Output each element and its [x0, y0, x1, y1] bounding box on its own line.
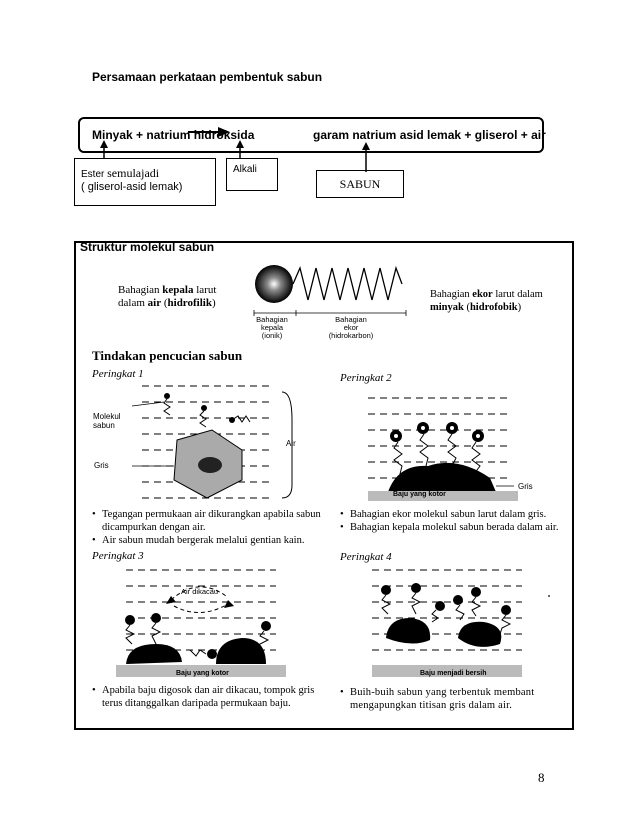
hydrophilic-head-icon: [255, 265, 293, 303]
stage-2-notes: •Bahagian ekor molekul sabun larut dalam…: [340, 508, 568, 534]
page-number: 8: [538, 770, 545, 786]
water-word: air: [148, 297, 161, 309]
note-text: Bahagian ekor molekul sabun larut dalam …: [350, 508, 568, 521]
note-text: Apabila baju digosok dan air dikacau, to…: [102, 684, 328, 710]
grease-droplet-icon: [458, 622, 501, 647]
hydrophilic-word: hidrofilik: [168, 297, 212, 309]
ester-box: Ester semulajadi ( gliserol-asid lemak): [74, 158, 216, 206]
list-item: •Bahagian ekor molekul sabun larut dalam…: [340, 508, 568, 521]
sabun-box: SABUN: [316, 170, 404, 198]
head-text-end: larut: [193, 284, 216, 296]
washing-title: Tindakan pencucian sabun: [92, 348, 242, 364]
grease-blob-icon: [198, 457, 222, 473]
note-text: Bahagian kepala molekul sabun berada dal…: [350, 521, 568, 534]
dirty-cloth-label-2: Baju yang kotor: [393, 491, 446, 498]
head-text: Bahagian: [118, 284, 162, 296]
stirred-water-label: Air dikacau: [181, 587, 218, 596]
molecule-label: Molekul sabun: [93, 412, 121, 430]
water-label: Air: [286, 439, 296, 448]
grease-blob-icon: [216, 638, 266, 664]
stage-2-label: Peringkat 2: [340, 372, 392, 385]
list-item: •Apabila baju digosok dan air dikacau, t…: [92, 684, 328, 710]
note-text: Air sabun mudah bergerak melalui gentian…: [102, 534, 322, 547]
ester-natural-label: semulajadi: [107, 166, 159, 180]
list-item: •Air sabun mudah bergerak melalui gentia…: [92, 534, 322, 547]
stage-4-label: Peringkat 4: [340, 551, 392, 564]
list-item: •Tegangan permukaan air dikurangkan apab…: [92, 508, 322, 534]
note-text: Tegangan permukaan air dikurangkan apabi…: [102, 508, 322, 534]
stage-3-notes: •Apabila baju digosok dan air dikacau, t…: [92, 684, 328, 710]
tail-part-label: Bahagian ekor (hidrokarbon): [318, 316, 384, 340]
grease-blob-icon: [388, 463, 496, 492]
oil-word: minyak: [430, 302, 464, 313]
grease-label-2: Gris: [518, 482, 533, 491]
head-part-label: Bahagian kepala (ionik): [252, 316, 292, 340]
stage-3-label: Peringkat 3: [92, 550, 144, 563]
paren-close: ): [212, 297, 216, 309]
note-text: Buih-buih sabun yang terbentuk membant m…: [350, 686, 568, 712]
label-line: Molekul: [93, 412, 121, 421]
alkali-box: Alkali: [226, 158, 278, 191]
label-line: (ionik): [252, 332, 292, 340]
grease-label: Gris: [94, 461, 109, 470]
stage-2-illustration: [368, 394, 518, 504]
soap-molecule-diagram: [240, 256, 430, 320]
ester-formula-label: ( gliserol-asid lemak): [81, 181, 182, 193]
grease-blob-icon: [126, 644, 182, 664]
structure-title: Struktur molekul sabun: [80, 240, 214, 254]
hydrophobic-word: hidrofobik: [470, 302, 518, 313]
paren-close-2: ): [518, 302, 522, 313]
tail-text-end: larut dalam: [493, 289, 543, 300]
head-word: kepala: [162, 284, 193, 296]
ester-label: Ester: [81, 169, 107, 180]
head-text-2: dalam: [118, 297, 148, 309]
stage-4-illustration: [372, 566, 552, 680]
head-description: Bahagian kepala larut dalam air (hidrofi…: [118, 284, 216, 310]
tail-word: ekor: [472, 289, 492, 300]
dirty-cloth-label-3: Baju yang kotor: [176, 670, 229, 677]
stage-3-illustration: [116, 566, 286, 680]
stage-4-notes: •Buih-buih sabun yang terbentuk membant …: [340, 686, 568, 712]
stage-1-illustration: [92, 380, 302, 504]
grease-droplet-icon: [386, 618, 430, 644]
alkali-label: Alkali: [233, 164, 257, 175]
list-item: •Bahagian kepala molekul sabun berada da…: [340, 521, 568, 534]
hydrophobic-tail-icon: [293, 268, 402, 300]
list-item: •Buih-buih sabun yang terbentuk membant …: [340, 686, 568, 712]
label-line: (hidrokarbon): [318, 332, 384, 340]
stage-1-notes: •Tegangan permukaan air dikurangkan apab…: [92, 508, 322, 547]
tail-description: Bahagian ekor larut dalam minyak (hidrof…: [430, 288, 543, 314]
clean-cloth-label: Baju menjadi bersih: [420, 670, 487, 677]
sabun-label: SABUN: [317, 177, 403, 192]
label-line: sabun: [93, 421, 121, 430]
tail-text: Bahagian: [430, 289, 472, 300]
